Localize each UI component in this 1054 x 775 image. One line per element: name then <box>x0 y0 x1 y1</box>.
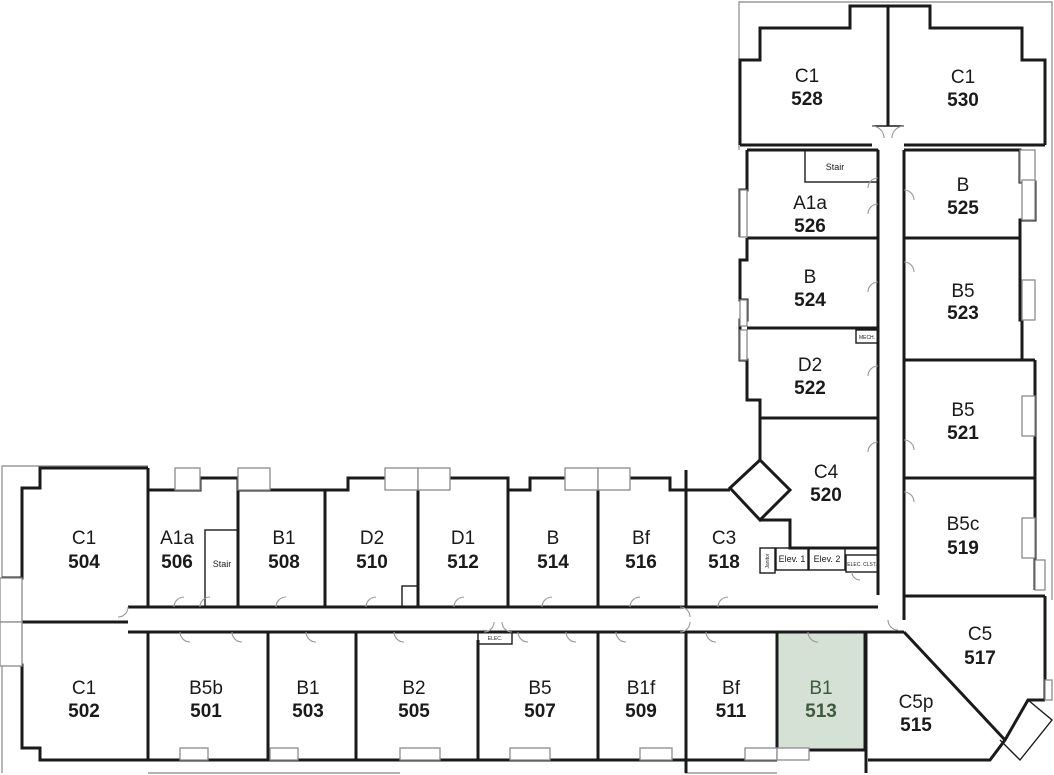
room-type-520: C4 <box>814 462 839 483</box>
room-number-528: 528 <box>791 89 823 110</box>
north-wing-walls <box>738 4 1047 147</box>
room-number-503: 503 <box>292 701 324 722</box>
room-type-524: B <box>804 267 817 288</box>
room-number-512: 512 <box>447 552 479 573</box>
room-number-514: 514 <box>537 552 569 573</box>
room-number-516: 516 <box>625 552 657 573</box>
room-type-501: B5b <box>189 678 223 699</box>
room-type-525: B <box>957 175 970 196</box>
stair-west-label: Stair <box>213 559 232 569</box>
room-type-502: C1 <box>72 678 96 699</box>
east-wing-east-walls <box>868 148 1053 762</box>
room-number-labels: 504 506 508 510 512 514 516 518 502 501 … <box>68 89 996 736</box>
room-type-517: C5 <box>968 624 992 645</box>
room-number-523: 523 <box>947 303 979 324</box>
room-type-512: D1 <box>451 528 475 549</box>
room-type-labels: C1 A1a B1 D2 D1 B Bf C3 C1 B5b B1 B2 B5 … <box>72 66 992 713</box>
room-number-524: 524 <box>794 290 826 311</box>
room-type-521: B5 <box>951 400 974 421</box>
room-type-526: A1a <box>793 193 827 214</box>
room-number-517: 517 <box>964 648 996 669</box>
room-type-509: B1f <box>627 678 656 699</box>
room-number-525: 525 <box>947 198 979 219</box>
room-number-509: 509 <box>625 701 657 722</box>
janitor-label: Janitor <box>765 553 771 568</box>
room-type-510: D2 <box>360 528 384 549</box>
mech-label: MECH. <box>859 335 875 341</box>
stair-north-label: Stair <box>826 162 845 172</box>
room-number-506: 506 <box>161 552 193 573</box>
windows <box>0 149 1053 761</box>
room-number-526: 526 <box>794 216 826 237</box>
unit-513-highlight[interactable] <box>775 630 867 752</box>
room-type-507: B5 <box>528 678 551 699</box>
room-number-520: 520 <box>810 485 842 506</box>
room-number-510: 510 <box>356 552 388 573</box>
room-number-511: 511 <box>716 701 747 722</box>
elevator-2-label: Elev. 2 <box>814 554 841 564</box>
room-number-501: 501 <box>190 701 222 722</box>
elec-closet-label: ELEC. CLST. <box>847 562 876 568</box>
utility-labels: Stair Stair Elev. 1 Elev. 2 ELEC. CLST. … <box>213 162 877 642</box>
room-type-515: C5p <box>899 692 934 713</box>
room-type-503: B1 <box>296 678 319 699</box>
room-type-514: B <box>547 528 560 549</box>
room-type-519: B5c <box>947 514 980 535</box>
room-type-528: C1 <box>795 66 819 87</box>
room-type-522: D2 <box>798 355 822 376</box>
room-number-521: 521 <box>947 423 979 444</box>
room-number-518: 518 <box>708 552 740 573</box>
room-type-516: Bf <box>632 528 651 549</box>
room-type-523: B5 <box>951 281 974 302</box>
room-number-530: 530 <box>947 90 979 111</box>
room-number-505: 505 <box>398 701 430 722</box>
room-number-522: 522 <box>794 378 826 399</box>
elevator-1-label: Elev. 1 <box>779 554 806 564</box>
west-wing-bottom-walls <box>2 620 904 773</box>
doors <box>117 125 915 643</box>
room-type-513: B1 <box>809 678 832 699</box>
room-number-507: 507 <box>524 701 556 722</box>
room-number-504: 504 <box>68 552 100 573</box>
room-type-505: B2 <box>402 678 425 699</box>
room-number-513: 513 <box>805 701 837 722</box>
room-number-502: 502 <box>68 701 100 722</box>
room-type-508: B1 <box>272 528 295 549</box>
elec-corridor-label: ELEC. <box>488 636 502 642</box>
room-number-515: 515 <box>900 715 932 736</box>
room-type-530: C1 <box>951 67 975 88</box>
room-type-506: A1a <box>160 528 194 549</box>
room-number-519: 519 <box>947 538 979 559</box>
room-type-511: Bf <box>722 678 741 699</box>
room-number-508: 508 <box>268 552 300 573</box>
c4-elevator-walls <box>727 458 879 574</box>
room-type-504: C1 <box>72 528 96 549</box>
room-type-518: C3 <box>712 528 736 549</box>
